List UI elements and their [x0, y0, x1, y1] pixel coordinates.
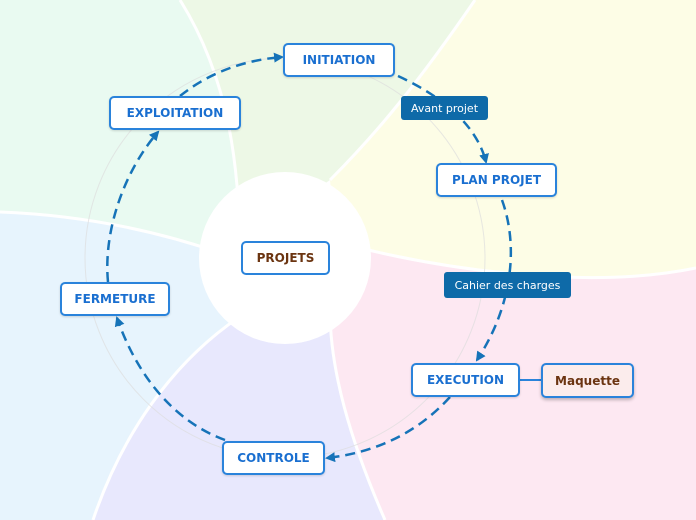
edge-label-cahier-des-charges: Cahier des charges	[444, 272, 571, 298]
phase-plan-projet[interactable]: PLAN PROJET	[436, 163, 557, 197]
center-node-projets[interactable]: PROJETS	[241, 241, 330, 275]
phase-fermeture[interactable]: FERMETURE	[60, 282, 170, 316]
edge-controle-fermeture	[114, 316, 226, 442]
edge-exploitation-initiation	[179, 52, 284, 97]
phase-exploitation[interactable]: EXPLOITATION	[109, 96, 241, 130]
phase-initiation[interactable]: INITIATION	[283, 43, 395, 77]
phase-controle[interactable]: CONTROLE	[222, 441, 325, 475]
edge-label-avant-projet: Avant projet	[401, 96, 488, 120]
phase-execution[interactable]: EXECUTION	[411, 363, 520, 397]
edge-fermeture-exploitation	[106, 130, 160, 283]
sector-yellow	[330, 0, 696, 278]
edge-execution-controle	[325, 396, 451, 463]
attachment-maquette[interactable]: Maquette	[541, 363, 634, 398]
sector-mint	[0, 0, 240, 260]
